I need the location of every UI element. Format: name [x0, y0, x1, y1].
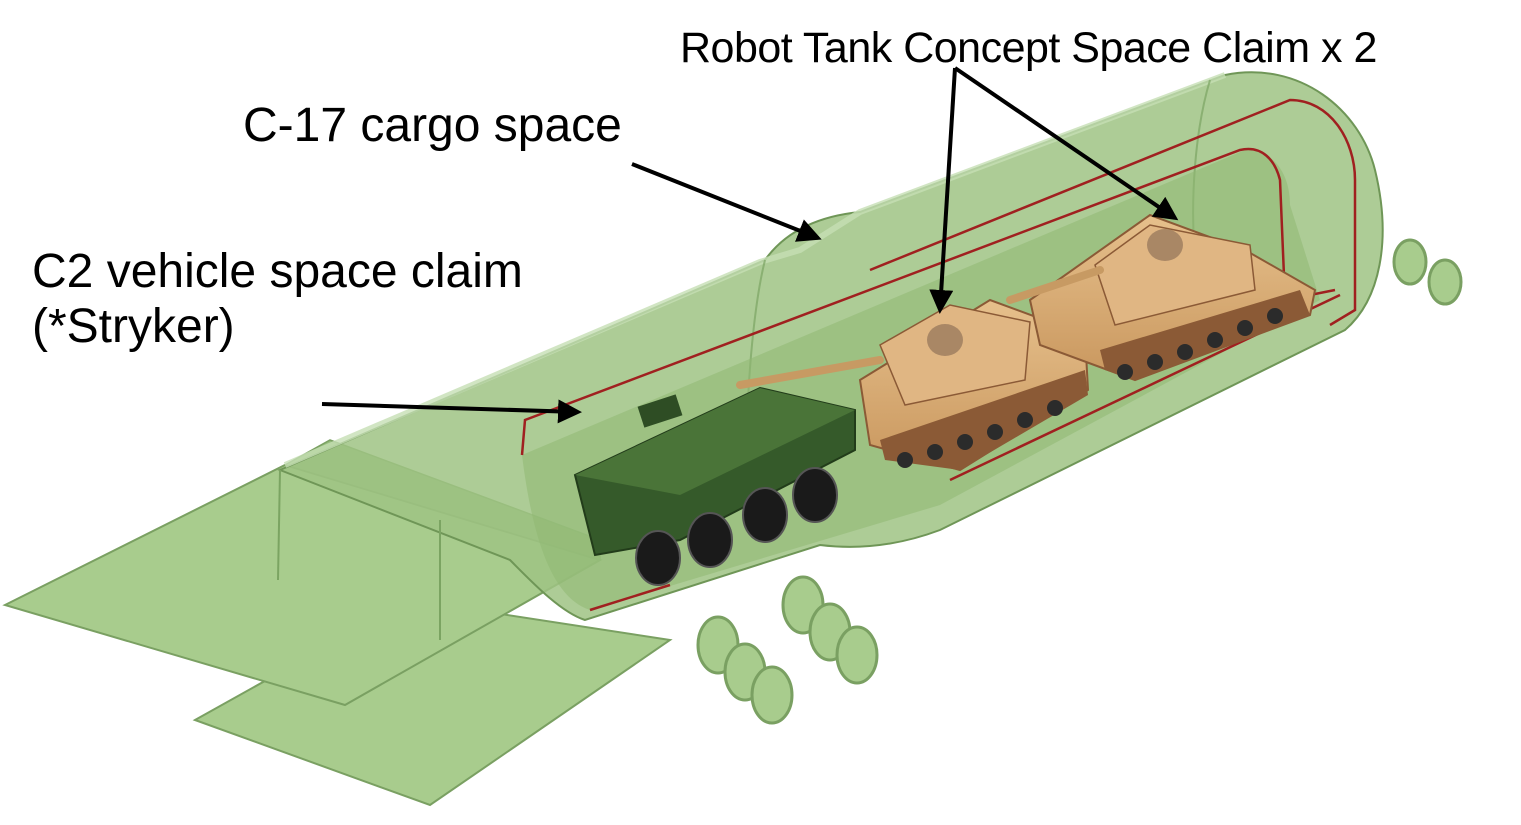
robot-tank-front: [736, 298, 1090, 472]
label-c2-vehicle-line2: (*Stryker): [32, 300, 235, 354]
arrow-to-tank-front: [929, 67, 957, 314]
annotation-arrows: [321, 66, 1179, 424]
robot-tank-rear: [1006, 213, 1317, 382]
arrow-to-stryker: [321, 399, 582, 424]
landing-gear-wheels-right: [1392, 238, 1463, 306]
label-robot-tank-space-claim: Robot Tank Concept Space Claim x 2: [680, 24, 1377, 72]
label-c2-vehicle-space-claim: C2 vehicle space claim (*Stryker): [32, 244, 523, 354]
arrow-to-tank-rear: [953, 66, 1179, 221]
label-c2-vehicle-line1: C2 vehicle space claim: [32, 245, 523, 298]
label-c17-cargo-space: C-17 cargo space: [243, 99, 622, 152]
landing-gear-wheels-center: [696, 575, 879, 725]
arrow-to-cargo-space: [631, 162, 822, 242]
stryker-vehicle: [573, 386, 856, 586]
